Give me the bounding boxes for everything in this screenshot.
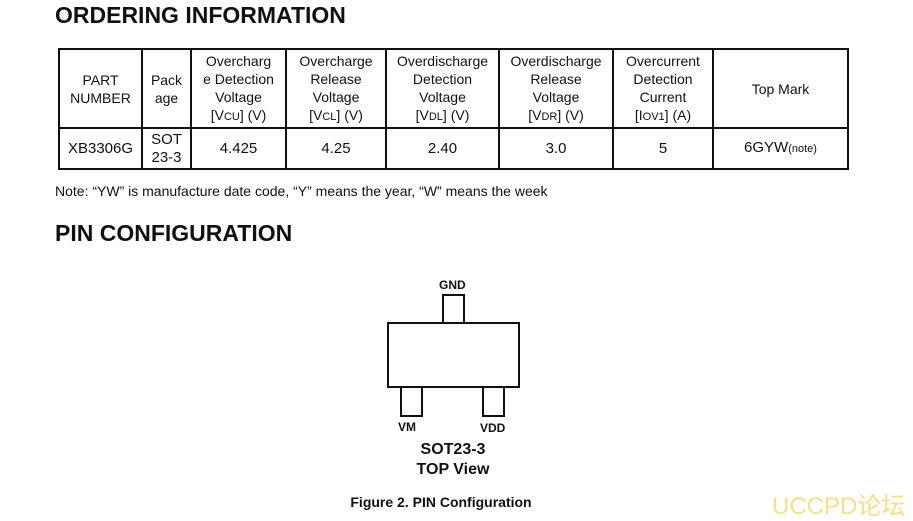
package-name: SOT23-3 xyxy=(420,441,486,458)
watermark: UCCPD论坛 xyxy=(772,493,906,520)
cell-mark: 6GYW(note) xyxy=(712,127,849,170)
label-gnd: GND xyxy=(439,278,466,292)
label-vdd: VDD xyxy=(480,421,506,435)
cell-part: XB3306G xyxy=(58,127,143,170)
cell-vcl: 4.25 xyxy=(285,127,387,170)
view-label: TOP View xyxy=(416,461,490,478)
pin-title: PIN CONFIGURATION xyxy=(55,220,293,246)
label-vm: VM xyxy=(398,420,416,434)
package-body xyxy=(387,322,520,388)
ordering-note: Note: “YW” is manufacture date code, “Y”… xyxy=(55,183,548,199)
header-top-mark: Top Mark xyxy=(712,48,849,129)
figure-caption: Figure 2. PIN Configuration xyxy=(350,494,532,510)
pin-vm xyxy=(400,385,423,417)
cell-iov: 5 xyxy=(612,127,714,170)
cell-vdr: 3.0 xyxy=(498,127,614,170)
ordering-title: ORDERING INFORMATION xyxy=(55,2,346,28)
cell-vdl: 2.40 xyxy=(385,127,500,170)
cell-vcu: 4.425 xyxy=(190,127,287,170)
pin-vdd xyxy=(482,385,505,417)
